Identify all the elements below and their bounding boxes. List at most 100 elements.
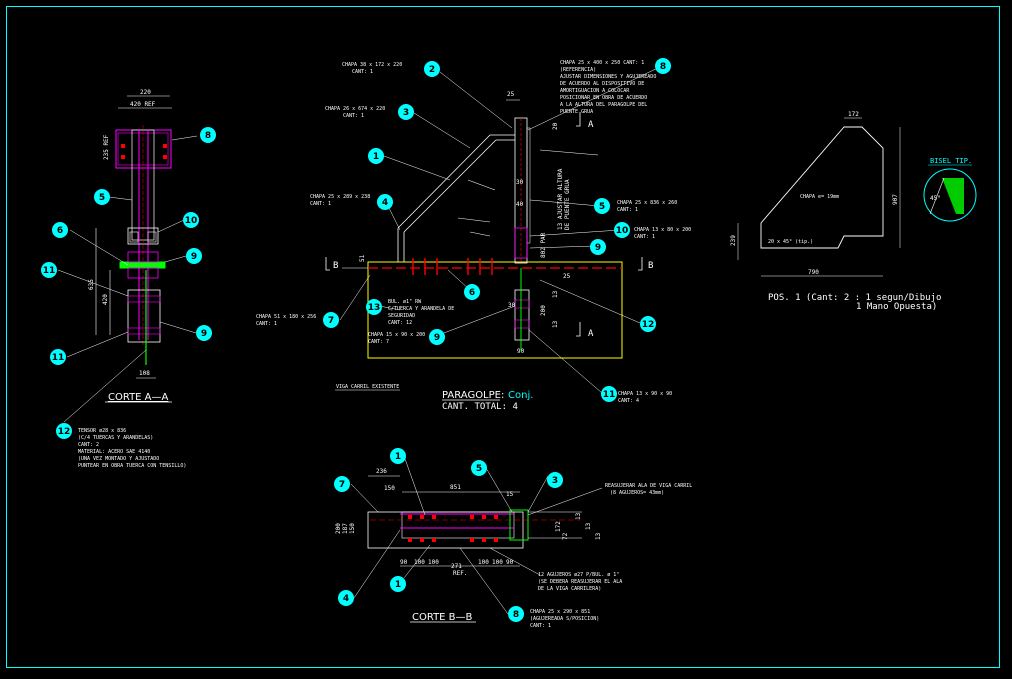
bb-note-top: REASUJERAR ALA DE VIGA CARRIL [605, 483, 692, 489]
callout-bubble: 8 [508, 606, 524, 622]
note-12-line: PUNTEAR EN OBRA TUERCA CON TENSILLO) [78, 463, 186, 469]
svg-text:11: 11 [52, 353, 65, 363]
note-7-line: CHAPA 51 x 180 x 256 [256, 314, 316, 320]
vert-note-1: 13 AJUSTAR ALTURA [557, 168, 564, 230]
dim-150: 150 [384, 485, 395, 492]
bb-note-bolts: 12 AGUJEROS ø27 P/BUL. ø 1" [538, 572, 619, 578]
callout-bubble: 1 [390, 448, 406, 464]
dim-108: 108 [139, 370, 150, 377]
note-5-line: CHAPA 25 x 836 x 260 [617, 200, 677, 206]
svg-text:3: 3 [403, 108, 409, 118]
callout-bubble: 12 [640, 316, 656, 332]
dim-13r1: 13 [575, 512, 582, 520]
note-9-line: CHAPA 15 x 90 x 200 [368, 332, 425, 338]
paragolpe-subtitle: CANT. TOTAL: 4 [442, 402, 518, 412]
note-8-line: A LA ALTURA DEL PARAGOLPE DEL [560, 102, 647, 108]
dim-172r: 172 [555, 521, 562, 532]
svg-text:7: 7 [328, 316, 334, 326]
svg-text:2: 2 [429, 65, 435, 75]
paragolpe-title: PARAGOLPE: [442, 390, 504, 401]
dim-187: 187 [342, 523, 349, 534]
svg-text:11: 11 [603, 390, 616, 400]
note-12-line: TENSOR ø28 x 836 [78, 428, 126, 434]
svg-text:10: 10 [185, 216, 198, 226]
callout-bubble: 3 [547, 472, 563, 488]
dim-13b: 13 [552, 320, 559, 328]
dim-40: 40 [516, 201, 524, 208]
dim-25: 25 [507, 91, 515, 98]
note-4-line: CHAPA 25 x 289 x 238 [310, 194, 370, 200]
svg-text:5: 5 [599, 202, 605, 212]
dim-30: 30 [516, 179, 524, 186]
callout-bubble: 9 [429, 329, 445, 345]
note-12-line: (UNA VEZ MONTADO Y AJUSTADO [78, 456, 159, 462]
paragolpe-view: B B A A 25 20 30 [256, 60, 691, 412]
svg-text:12: 12 [58, 427, 71, 437]
note-8: CHAPA 25 x 400 x 250 CANT: 1 (REFERENCIA… [560, 60, 656, 115]
note-3-line: CHAPA 26 x 674 x 220 [325, 106, 385, 112]
dim-15: 15 [506, 491, 514, 498]
viga-label: VIGA CARRIL EXISTENTE [336, 384, 399, 390]
bb-note-8: CANT: 1 [530, 623, 551, 629]
note-12-line: MATERIAL: ACERO SAE 4140 [78, 449, 150, 455]
callout-bubble: 4 [338, 590, 354, 606]
svg-text:7: 7 [339, 480, 345, 490]
dim-13r3: 13 [595, 532, 602, 540]
dim-635: 635 [88, 279, 95, 290]
corte-aa-title: CORTE A—A [108, 392, 169, 403]
dim-b100b: 100 [428, 559, 439, 566]
corte-bb-title: CORTE B—B [412, 612, 473, 623]
dim-420-ref: 420 REF [130, 101, 156, 108]
callouts: 8 5 10 6 9 11 9 11 12 2 3 1 4 7 13 6 9 8… [41, 58, 671, 622]
bisel-label: BISEL TIP. [930, 157, 972, 165]
note-5-line: CANT: 1 [617, 207, 638, 213]
note-8-line: AMORTIGUACION A COLOCAR [560, 88, 630, 94]
svg-text:9: 9 [201, 329, 207, 339]
dim-200: 200 [540, 305, 547, 316]
note-8-line: (REFERENCIA) [560, 67, 596, 73]
dim-25b: 25 [563, 273, 571, 280]
dim-30b: 30 [508, 302, 516, 309]
svg-text:10: 10 [616, 226, 629, 236]
callout-bubble: 1 [390, 576, 406, 592]
callout-bubble: 6 [52, 222, 68, 238]
callout-bubble: 9 [196, 325, 212, 341]
drawing-frame [6, 6, 1000, 668]
callout-bubble: 11 [41, 262, 57, 278]
note-4-line: CANT: 1 [310, 201, 331, 207]
callout-bubble: 9 [590, 239, 606, 255]
svg-text:1: 1 [395, 452, 401, 462]
dim-ref: REF. [453, 570, 467, 577]
dim-72r: 72 [562, 532, 569, 540]
svg-text:1: 1 [395, 580, 401, 590]
dim-b100d: 100 [492, 559, 503, 566]
bb-note-8: CHAPA 25 x 290 x 851 [530, 609, 590, 615]
svg-text:5: 5 [476, 464, 482, 474]
callout-bubble: 6 [464, 284, 480, 300]
callout-bubble: 8 [200, 127, 216, 143]
dim-b100a: 100 [414, 559, 425, 566]
callout-bubble: 11 [50, 349, 66, 365]
bisel-angle: 45° [930, 195, 941, 202]
corte-aa-note-12: TENSOR ø28 x 836 (C/4 TUERCAS Y ARANDELA… [78, 428, 186, 469]
svg-text:11: 11 [43, 266, 56, 276]
section-a-bottom: A [588, 329, 594, 339]
note-10-line: CANT: 1 [634, 234, 655, 240]
dim-851: 851 [450, 484, 461, 491]
dim-150s: 150 [349, 523, 356, 534]
svg-text:8: 8 [660, 62, 666, 72]
dim-b90b: 90 [506, 559, 514, 566]
dim-51: 51 [359, 254, 366, 262]
note-3-line: CANT: 1 [343, 113, 364, 119]
svg-text:13: 13 [368, 303, 381, 313]
callout-bubble: 7 [323, 312, 339, 328]
dim-802: 802 PAR [540, 232, 547, 258]
dim-200s: 200 [335, 523, 342, 534]
note-11-line: CHAPA 13 x 90 x 90 [618, 391, 672, 397]
dim-b100c: 100 [478, 559, 489, 566]
bb-note-bolts: DE LA VIGA CARRILERA) [538, 586, 601, 592]
dim-b271: 271 [451, 563, 462, 570]
note-13-line: SEGURIDAD [388, 313, 415, 319]
note-12-line: (C/4 TUERCAS Y ARANDELAS) [78, 435, 153, 441]
callout-bubble: 3 [398, 104, 414, 120]
